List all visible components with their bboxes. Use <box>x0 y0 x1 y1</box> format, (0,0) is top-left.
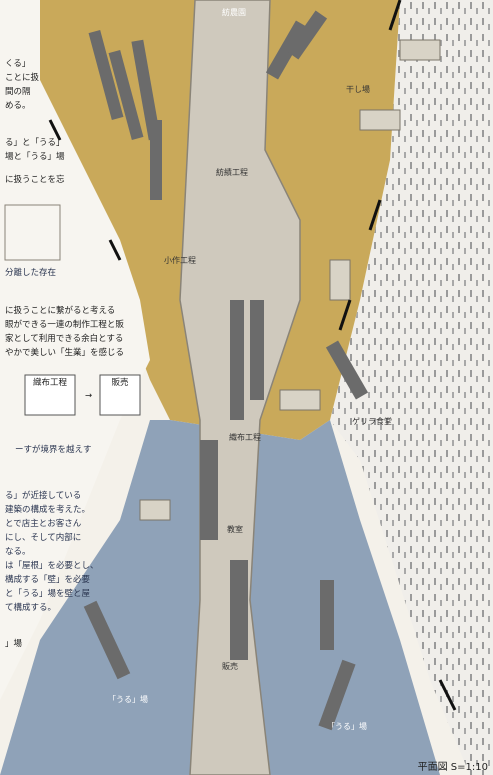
side-para3: に扱うことを忘 <box>5 174 65 185</box>
side-text: くる」 ことに扱 間の隔 める。 る」と「うる」 場と「うる」場 に扱うことを忘… <box>4 59 141 649</box>
side-para5-3: とで店主とお客さん <box>5 518 82 529</box>
side-para5-9: て構成する。 <box>5 602 56 613</box>
hatched-area <box>330 0 493 775</box>
label-dry-yard: 干し場 <box>346 84 370 94</box>
boxes <box>139 39 441 521</box>
label-uru-left: 「うる」場 <box>108 694 148 704</box>
label-spinning: 紡績工程 <box>216 167 248 177</box>
label-small-work: 小作工程 <box>164 255 196 265</box>
label-sales: 販売 <box>222 661 238 671</box>
side-para4-3: 家として利用できる余白とする <box>5 333 123 344</box>
side-line1: くる」 <box>5 59 30 69</box>
label-top-gate: 紡農園 <box>222 7 246 17</box>
label-guerrilla: ゲリラ食堂 <box>352 416 392 426</box>
furniture <box>83 10 369 731</box>
flow-box-sales <box>99 374 141 416</box>
side-line3: 間の隔 <box>5 87 31 97</box>
side-para5-8: と「うる」場を壁と屋 <box>5 588 91 599</box>
diagram-caption: 分離した存在 <box>5 267 56 278</box>
side-para5-1: る」が近接している <box>5 490 81 501</box>
side-para4-1: に扱うことに繋がると考える <box>5 305 115 316</box>
side-para4-2: 眼ができる一連の制作工程と販 <box>5 319 124 330</box>
side-line4: める。 <box>5 101 31 111</box>
side-line2: ことに扱 <box>5 72 40 83</box>
flow-box1: 織布工程 <box>33 377 68 388</box>
side-para5-7: 構成する「壁」を必要 <box>5 574 91 585</box>
flow-box-weaving <box>24 374 76 416</box>
side-para6: 」場 <box>5 638 23 649</box>
label-teaching: 教室 <box>227 524 243 534</box>
side-para5-4: にし、そして内部に <box>5 532 81 543</box>
label-weaving: 織布工程 <box>229 432 261 442</box>
side-para4-4: やかで美しい「生業」を感じる <box>5 347 124 358</box>
label-uru-right: 「うる」場 <box>327 721 367 731</box>
side-para5-6: は「屋根」を必要とし、 <box>5 560 99 571</box>
edge-dashes <box>48 0 457 711</box>
flow-arrow: → <box>85 391 92 401</box>
separate-diagram <box>4 204 61 261</box>
side-para2-2: 場と「うる」場 <box>5 151 65 162</box>
flow-caption: ーすが境界を越えす <box>15 444 92 455</box>
side-para5-5: なる。 <box>5 547 31 557</box>
side-para5-2: 建築の構成を考えた。 <box>5 504 90 515</box>
left-panel <box>0 0 150 700</box>
flow-box2: 販売 <box>111 377 129 388</box>
side-para2-1: る」と「うる」 <box>5 138 65 148</box>
scale-label: 平面図 S=1:10 <box>418 761 488 773</box>
